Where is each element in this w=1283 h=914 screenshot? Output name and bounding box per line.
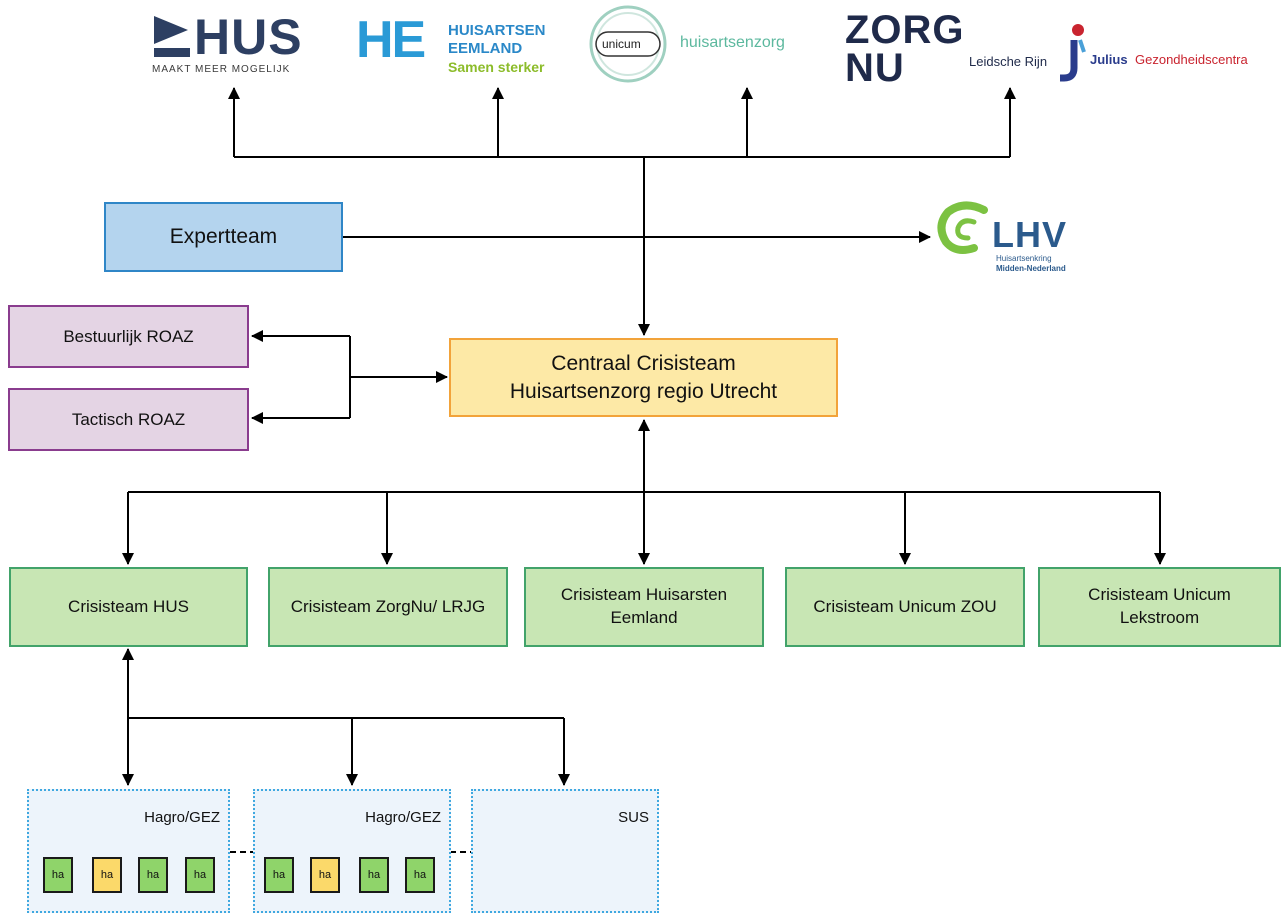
hus-logo-text: HUS bbox=[194, 9, 303, 65]
bestuurlijk-roaz-node: Bestuurlijk ROAZ bbox=[8, 305, 249, 368]
ha-box: ha bbox=[43, 857, 73, 893]
central-crisisteam-node: Centraal Crisisteam Huisartsenzorg regio… bbox=[449, 338, 838, 417]
crisisteam-lekstroom-label-line1: Crisisteam Unicum bbox=[1088, 585, 1231, 605]
unicum-logo: unicum huisartsenzorg bbox=[588, 4, 828, 84]
crisisteam-zorgnu-node: Crisisteam ZorgNu/ LRJG bbox=[268, 567, 508, 647]
hus-logo-tagline: MAAKT MEER MOGELIJK bbox=[152, 64, 291, 75]
huisartsen-eemland-logo: HE HUISARTSEN EEMLAND Samen sterker bbox=[356, 11, 556, 80]
central-crisisteam-label-line2: Huisartsenzorg regio Utrecht bbox=[509, 379, 778, 403]
lhv-logo-text: LHV bbox=[992, 214, 1067, 255]
tactisch-roaz-label: Tactisch ROAZ bbox=[71, 409, 186, 429]
lhv-serpent-icon bbox=[937, 201, 988, 254]
group-label: Hagro/GEZ bbox=[144, 809, 220, 826]
crisisteam-zorgnu-label: Crisisteam ZorgNu/ LRJG bbox=[290, 596, 486, 616]
sus-group: SUS bbox=[471, 789, 659, 913]
hus-chevron-icon bbox=[154, 16, 190, 57]
zorgnu-logo-row1: ZORG bbox=[845, 8, 965, 52]
zorgnu-logo: ZORG NU Leidsche Rijn bbox=[845, 8, 1065, 90]
group-label: Hagro/GEZ bbox=[365, 809, 441, 826]
lhv-logo: LHV Huisartsenkring Midden-Nederland bbox=[934, 196, 1094, 280]
he-logo-line2: EEMLAND bbox=[448, 40, 523, 57]
unicum-logo-text: huisartsenzorg bbox=[680, 34, 785, 51]
hagro-gez-group-1: Hagro/GEZ ha ha ha ha bbox=[27, 789, 230, 913]
ha-box: ha bbox=[359, 857, 389, 893]
lhv-logo-line1: Huisartsenkring bbox=[996, 254, 1052, 263]
julius-figure-icon bbox=[1060, 24, 1086, 82]
expertteam-label: Expertteam bbox=[169, 225, 278, 248]
unicum-circle-icon bbox=[589, 5, 667, 83]
crisisteam-zou-label: Crisisteam Unicum ZOU bbox=[813, 596, 997, 616]
expertteam-node: Expertteam bbox=[104, 202, 343, 272]
crisisteam-eemland-label-line1: Crisisteam Huisarsten bbox=[560, 585, 728, 605]
julius-logo: Julius Gezondheidscentra bbox=[1058, 22, 1258, 86]
unicum-badge-text: unicum bbox=[602, 37, 641, 51]
hagro-gez-group-2: Hagro/GEZ ha ha ha ha bbox=[253, 789, 451, 913]
crisisteam-zou-node: Crisisteam Unicum ZOU bbox=[785, 567, 1025, 647]
ha-box: ha bbox=[138, 857, 168, 893]
crisisteam-hus-label: Crisisteam HUS bbox=[68, 596, 189, 616]
ha-box: ha bbox=[310, 857, 340, 893]
lhv-logo-line2: Midden-Nederland bbox=[996, 264, 1066, 273]
julius-logo-bold: Julius bbox=[1090, 52, 1128, 67]
hus-logo: HUS MAAKT MEER MOGELIJK bbox=[150, 9, 310, 80]
tactisch-roaz-node: Tactisch ROAZ bbox=[8, 388, 249, 451]
he-logo-tagline: Samen sterker bbox=[448, 59, 545, 75]
crisisteam-hus-node: Crisisteam HUS bbox=[9, 567, 248, 647]
ha-box: ha bbox=[185, 857, 215, 893]
zorgnu-logo-row2: NU bbox=[845, 46, 905, 90]
ha-box: ha bbox=[405, 857, 435, 893]
he-logo-line1: HUISARTSEN bbox=[448, 22, 546, 39]
group-label: SUS bbox=[618, 809, 649, 826]
central-crisisteam-label-line1: Centraal Crisisteam bbox=[551, 352, 736, 376]
bestuurlijk-roaz-label: Bestuurlijk ROAZ bbox=[63, 326, 194, 346]
ha-box: ha bbox=[264, 857, 294, 893]
he-logo-mark: HE bbox=[356, 11, 426, 69]
ha-box: ha bbox=[92, 857, 122, 893]
zorgnu-logo-sub: Leidsche Rijn bbox=[969, 54, 1048, 69]
crisisteam-lekstroom-node: Crisisteam Unicum Lekstroom bbox=[1038, 567, 1281, 647]
crisisteam-eemland-label-line2: Eemland bbox=[610, 608, 678, 627]
crisisteam-lekstroom-label-line2: Lekstroom bbox=[1119, 608, 1200, 627]
julius-logo-rest: Gezondheidscentra bbox=[1135, 52, 1248, 67]
crisisteam-eemland-node: Crisisteam Huisarsten Eemland bbox=[524, 567, 764, 647]
